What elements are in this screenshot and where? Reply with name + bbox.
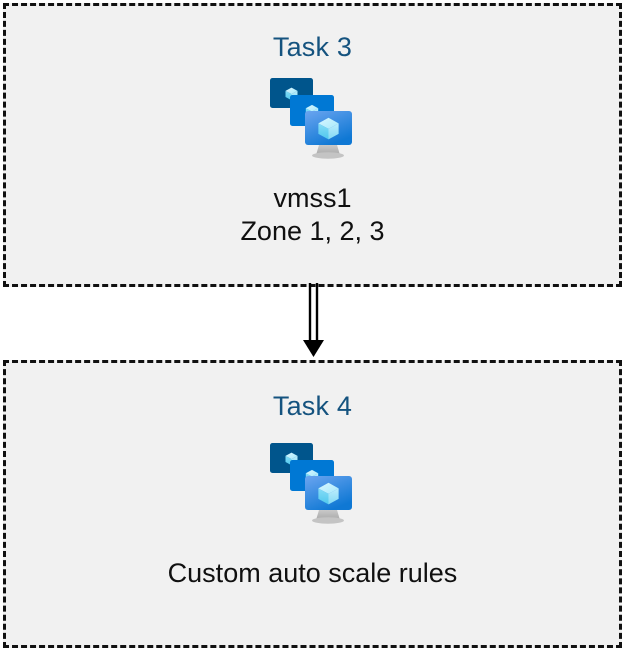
task3-caption-line-1: vmss1 (273, 183, 352, 213)
task3-to-task4-arrow (303, 283, 324, 357)
task-box-task4: Task 4 (3, 360, 622, 648)
azure-virtual-machine-scale-set-icon (269, 78, 352, 159)
azure-virtual-machine-scale-set-icon (269, 443, 352, 524)
task3-captions: vmss1 Zone 1, 2, 3 (240, 182, 384, 248)
task4-title: Task 4 (272, 391, 353, 421)
task-box-task3: Task 3 (3, 3, 622, 287)
task4-caption-line-1: Custom auto scale rules (167, 558, 458, 588)
task3-title: Task 3 (272, 32, 353, 62)
task3-caption-line-2: Zone 1, 2, 3 (240, 216, 385, 246)
task4-captions: Custom auto scale rules (168, 557, 458, 590)
